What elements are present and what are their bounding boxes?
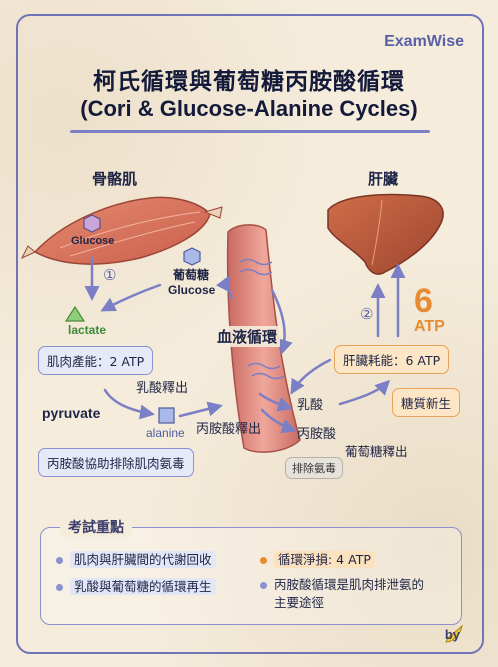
page-frame xyxy=(16,14,484,654)
blood-circulation-label: 血液循環 xyxy=(214,326,281,347)
atp-unit: ATP xyxy=(414,318,445,335)
hexagon-icon xyxy=(183,247,201,266)
muscle-heading: 骨骼肌 xyxy=(92,170,138,188)
bullet-dot-icon xyxy=(260,582,267,589)
key-point-item: 循環淨損: 4 ATP xyxy=(260,549,375,568)
key-point-item: 丙胺酸循環是肌肉排泄氨的 xyxy=(260,574,424,593)
byline: by xyxy=(444,627,460,642)
ammonia-removal-tag: 排除氨毒 xyxy=(285,457,343,479)
liver-heading: 肝臟 xyxy=(368,170,399,188)
page-title: 柯氏循環與葡萄糖丙胺酸循環 xyxy=(93,69,405,95)
lactic-release-label: 乳酸釋出 xyxy=(136,381,189,396)
alanine-release-label: 丙胺酸釋出 xyxy=(196,422,262,437)
key-points-title: 考試重點 xyxy=(60,517,132,537)
page-subtitle: (Cori & Glucose-Alanine Cycles) xyxy=(80,96,418,121)
liver-cost-box: 肝臟耗能：6 ATP xyxy=(334,345,450,374)
step-one-badge: ① xyxy=(103,266,117,284)
bullet-dot-icon xyxy=(56,557,63,564)
blood-alanine-label: 丙胺酸 xyxy=(297,427,337,442)
key-points-panel xyxy=(40,527,462,625)
glucose-release-label: 葡萄糖釋出 xyxy=(345,444,408,459)
key-point-item-continued: 主要途徑 xyxy=(274,595,325,610)
pyruvate-label: pyruvate xyxy=(42,405,101,421)
key-point-item: 乳酸與葡萄糖的循環再生 xyxy=(56,576,216,595)
gluconeogenesis-box: 糖質新生 xyxy=(392,388,461,417)
muscle-energy-box: 肌肉產能：2 ATP xyxy=(38,346,154,375)
banana-icon xyxy=(445,624,463,643)
muscle-illustration xyxy=(20,196,223,265)
bullet-dot-icon xyxy=(56,584,63,591)
title-underline xyxy=(70,130,430,133)
blood-glucose-zh: 葡萄糖 xyxy=(173,268,210,282)
key-point-item: 肌肉與肝臟間的代謝回收 xyxy=(56,549,216,568)
alanine-note-box: 丙胺酸協助排除肌肉氨毒 xyxy=(38,448,194,477)
liver-illustration xyxy=(327,193,444,275)
bullet-dot-icon xyxy=(260,557,267,564)
muscle-glucose-label: Glucose xyxy=(71,235,115,247)
brand-logo: ExamWise xyxy=(384,33,464,50)
triangle-icon xyxy=(64,305,86,322)
step-two-badge: ② xyxy=(360,305,374,323)
hexagon-icon xyxy=(83,214,101,233)
flow-arrows xyxy=(84,256,406,434)
blood-glucose-en: Glucose xyxy=(168,283,216,297)
square-icon xyxy=(158,407,175,424)
lactic-acid-label: 乳酸 xyxy=(297,398,324,413)
alanine-label: alanine xyxy=(146,426,185,440)
atp-number: 6 xyxy=(414,282,433,320)
lactate-label: lactate xyxy=(68,323,107,337)
